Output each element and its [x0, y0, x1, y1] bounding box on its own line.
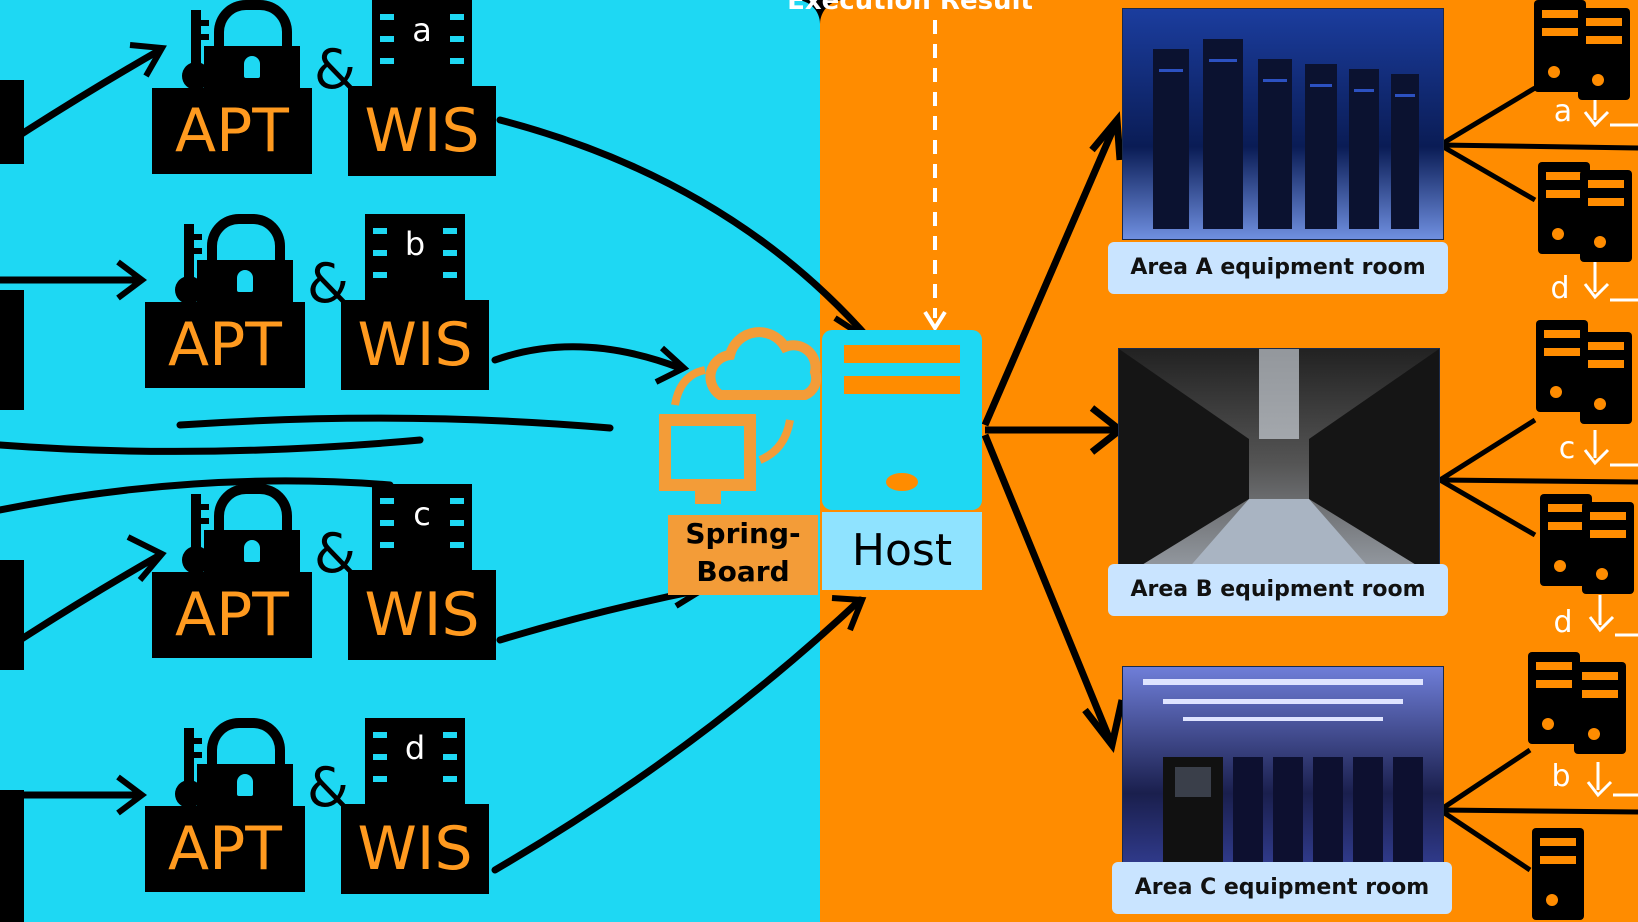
- room-a-image: [1122, 8, 1444, 240]
- apt-label: APT: [145, 302, 305, 388]
- host-to-room-arrows: [981, 111, 1126, 754]
- key-icon: [182, 494, 210, 574]
- monitor-icon: [659, 414, 756, 504]
- springboard-label: Spring- Board: [668, 515, 818, 595]
- room-a-label: Area A equipment room: [1108, 242, 1448, 294]
- server-icon: [1536, 320, 1588, 412]
- server-icon: [1578, 8, 1630, 100]
- edge-bar: [0, 290, 24, 410]
- room-c-label: Area C equipment room: [1112, 862, 1452, 914]
- apt-wis-combo-b: APT & b WIS: [145, 214, 505, 399]
- building-letter: c: [413, 495, 431, 533]
- lock-keyhole: [244, 540, 260, 562]
- wis-label: WIS: [348, 86, 496, 176]
- wis-label: WIS: [341, 804, 489, 894]
- input-arrows: [0, 46, 874, 874]
- server-icon: [1580, 332, 1632, 424]
- building-letter: d: [404, 729, 426, 767]
- server-icon: [1528, 652, 1580, 744]
- room-to-server-arrows: [1438, 85, 1638, 873]
- wis-label: WIS: [341, 300, 489, 390]
- execution-result-arrowhead: [923, 310, 947, 332]
- apt-wis-combo-d: APT & d WIS: [145, 718, 505, 903]
- server-icon: [1580, 170, 1632, 262]
- server-letter: d: [1550, 271, 1570, 306]
- server-icon: [1574, 662, 1626, 754]
- server-sub-arrows: [1583, 90, 1638, 798]
- edge-bar: [0, 80, 24, 164]
- building-icon: [365, 214, 465, 304]
- server-letter: a: [1553, 94, 1573, 129]
- server-letter: b: [1551, 759, 1571, 794]
- lock-keyhole: [237, 270, 253, 292]
- key-icon: [182, 10, 210, 90]
- building-icon: [372, 484, 472, 574]
- springboard-line2: Board: [696, 555, 790, 588]
- apt-wis-combo-c: APT & c WIS: [152, 484, 512, 669]
- sync-arrow: [758, 419, 794, 464]
- edge-bar: [0, 560, 24, 670]
- wis-label: WIS: [348, 570, 496, 660]
- key-icon: [175, 224, 203, 304]
- server-letter: d: [1553, 605, 1573, 640]
- server-icon: [1582, 502, 1634, 594]
- host-label: Host: [822, 512, 982, 590]
- lock-icon: [214, 484, 292, 554]
- server-letter: c: [1558, 431, 1576, 466]
- lock-keyhole: [244, 56, 260, 78]
- building-letter: b: [404, 225, 426, 263]
- apt-wis-combo-a: APT & a WIS: [152, 0, 512, 185]
- key-icon: [175, 728, 203, 808]
- lock-keyhole: [237, 774, 253, 796]
- lock-icon: [207, 214, 285, 284]
- building-icon: [365, 718, 465, 808]
- room-b-image: [1118, 348, 1440, 580]
- apt-label: APT: [145, 806, 305, 892]
- lock-icon: [207, 718, 285, 788]
- sync-arrow: [671, 366, 707, 406]
- lock-icon: [214, 0, 292, 70]
- cloud-icon: [705, 327, 822, 400]
- edge-bar: [0, 790, 24, 922]
- building-icon: [372, 0, 472, 90]
- server-icon: [1532, 828, 1584, 920]
- apt-label: APT: [152, 88, 312, 174]
- apt-label: APT: [152, 572, 312, 658]
- room-c-image: [1122, 666, 1444, 898]
- room-b-label: Area B equipment room: [1108, 564, 1448, 616]
- server-icon: [1534, 0, 1586, 92]
- building-letter: a: [412, 11, 432, 49]
- execution-result-label: Execution Result: [787, 0, 1033, 16]
- springboard-line1: Spring-: [685, 517, 801, 550]
